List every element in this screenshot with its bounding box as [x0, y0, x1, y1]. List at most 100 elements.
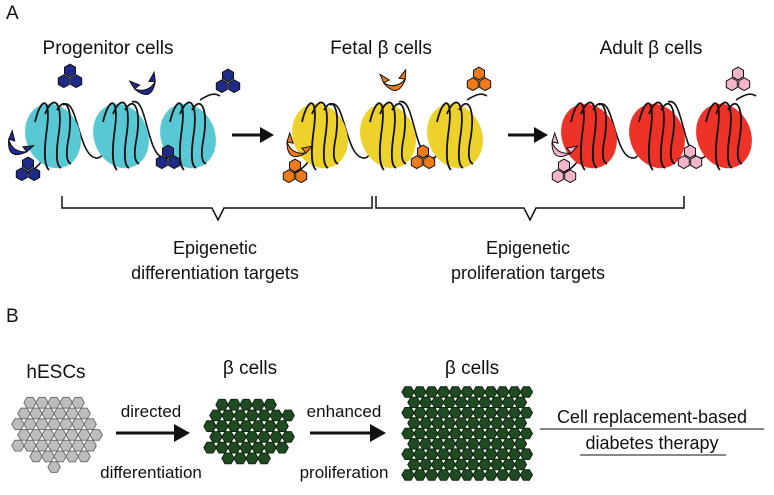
cell [519, 407, 534, 419]
cell [425, 407, 439, 419]
cell [215, 398, 229, 411]
arrow-differentiation [116, 424, 190, 442]
cell [227, 420, 241, 432]
cell [472, 448, 486, 460]
cell [35, 439, 49, 452]
panel-b-label: B [6, 306, 19, 327]
cell [430, 458, 445, 471]
linker-dna [557, 93, 757, 176]
cell [11, 418, 25, 430]
cell [221, 409, 235, 422]
cell [401, 469, 415, 481]
cell [513, 417, 528, 429]
cell [484, 469, 498, 481]
cell [401, 448, 415, 460]
histone-mark-crescent [128, 70, 156, 95]
cell [472, 407, 486, 419]
cell [513, 438, 528, 450]
cell [430, 396, 445, 409]
cell [484, 448, 498, 460]
cell [507, 469, 522, 481]
cell [53, 407, 67, 420]
cell [17, 429, 31, 441]
cell [407, 396, 421, 409]
cell [513, 396, 528, 409]
arrow-fetal-to-adult [508, 127, 548, 143]
cell [53, 429, 67, 441]
cell [430, 438, 445, 450]
cell [47, 439, 61, 452]
beta-cell-cluster-large [401, 386, 534, 481]
cell [59, 396, 73, 409]
cell [425, 469, 439, 481]
cell [209, 409, 223, 422]
cell [29, 407, 43, 420]
cell [478, 396, 492, 409]
cell [221, 452, 235, 465]
cell [430, 417, 445, 429]
cell [35, 418, 49, 430]
cell [472, 469, 486, 481]
cell [245, 452, 259, 465]
cell [436, 469, 451, 481]
cell [23, 418, 37, 430]
differentiation-label: differentiation [100, 463, 202, 482]
cell [460, 386, 474, 398]
cell [466, 458, 480, 471]
cell [29, 450, 43, 463]
cell [436, 407, 451, 419]
cell [454, 458, 468, 471]
cell [460, 448, 474, 460]
cell [466, 417, 480, 429]
cell [239, 441, 253, 454]
cell [209, 431, 223, 443]
cell [448, 448, 462, 460]
histone-mark-crescent [286, 131, 314, 157]
dna-wrap [369, 101, 407, 171]
dna-wrap [169, 101, 207, 171]
cell [59, 439, 73, 452]
histone-mark-crescent [379, 68, 407, 91]
cell [71, 439, 85, 452]
stage-title-adult: Adult β cells [600, 38, 703, 59]
cell [413, 448, 427, 460]
histone-mark-crescent [8, 129, 35, 156]
cell [484, 386, 498, 398]
cell [507, 386, 522, 398]
cell [77, 407, 91, 420]
cell [263, 441, 277, 454]
cell [47, 396, 61, 409]
cell [478, 438, 492, 450]
histone-mark-hexagons [15, 156, 41, 182]
chromatin-layer [8, 63, 757, 184]
cell [442, 396, 457, 409]
hescs-label: hESCs [26, 362, 85, 383]
cell [419, 417, 433, 429]
cell-clusters [11, 386, 534, 481]
cell [490, 417, 504, 429]
dna-wrap [570, 101, 608, 171]
histone-mark-hexagons [410, 144, 436, 170]
dna-wrap [34, 101, 72, 171]
cell [227, 441, 241, 454]
cell [47, 418, 61, 430]
histone-mark-hexagons [551, 158, 577, 184]
cell [233, 431, 247, 443]
histone-mark-hexagons [282, 158, 308, 184]
therapy-line2: diabetes therapy [585, 433, 718, 453]
stage-title-progenitor: Progenitor cells [43, 38, 174, 59]
cell [65, 429, 79, 441]
cell [65, 450, 79, 463]
cell [263, 398, 277, 411]
cell [507, 427, 522, 440]
linker-dna [21, 93, 221, 176]
cell [472, 427, 486, 440]
cell [233, 452, 247, 465]
cell [401, 386, 415, 398]
cell [502, 438, 516, 450]
cell [519, 448, 534, 460]
cell [47, 461, 61, 473]
beta-cell-cluster-small [203, 398, 295, 465]
cell [448, 469, 462, 481]
histone-mark-hexagons [725, 66, 751, 92]
